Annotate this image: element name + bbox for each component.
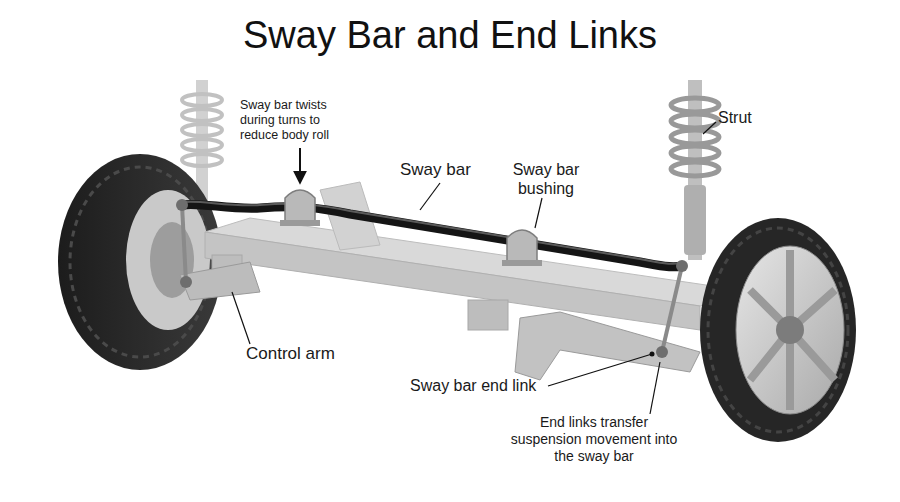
- leader-line: [650, 362, 660, 414]
- right-tire: [700, 218, 856, 442]
- ball-joint: [656, 346, 668, 358]
- spring-coil: [182, 94, 222, 106]
- spring-coil: [671, 130, 719, 144]
- subframe-front: [205, 232, 700, 330]
- leader-line: [535, 198, 542, 228]
- part-label: Strut: [718, 108, 798, 127]
- leader-dot: [650, 352, 655, 357]
- right-control-arm: [515, 312, 700, 380]
- leader-line: [420, 183, 440, 210]
- spring-coil: [182, 109, 222, 121]
- rim-spokes: [750, 250, 835, 410]
- diagram-title: Sway Bar and End Links: [0, 14, 900, 57]
- ball-joint: [676, 260, 688, 272]
- subframe-rail: [468, 300, 508, 330]
- right-strut: [671, 80, 719, 260]
- left-tire: [58, 154, 222, 370]
- tire-tread: [708, 228, 848, 432]
- ball-joint: [180, 276, 192, 288]
- part-label: Sway bar bushing: [505, 160, 587, 198]
- leader-line: [548, 354, 652, 386]
- spring-coil: [182, 139, 222, 151]
- leader-line: [703, 122, 716, 134]
- left-hub: [150, 222, 194, 298]
- left-bushing: [285, 190, 315, 222]
- leader-line: [232, 292, 250, 344]
- right-bushing: [507, 230, 537, 262]
- callout-arrow: [299, 148, 301, 182]
- part-label: Control arm: [246, 344, 366, 364]
- part-label: Sway bar twists during turns to reduce b…: [240, 98, 358, 143]
- spring-coil: [671, 98, 719, 112]
- part-label: Sway bar end link: [410, 376, 560, 395]
- ball-joint: [176, 199, 188, 211]
- sway-bar: [182, 204, 682, 266]
- bushing-foot: [280, 220, 320, 226]
- part-label: End links transfer suspension movement i…: [508, 414, 680, 464]
- right-rim: [736, 246, 844, 414]
- left-rim: [126, 190, 210, 330]
- bushing-foot: [502, 260, 542, 266]
- left-end-link: [182, 205, 186, 282]
- tire-tread: [70, 167, 210, 357]
- spring-coil: [182, 124, 222, 136]
- left-control-arm: [180, 262, 260, 300]
- right-end-link: [662, 266, 682, 352]
- right-hub: [776, 316, 804, 344]
- spring-coil: [182, 154, 222, 166]
- spring-coil: [671, 162, 719, 176]
- spring-coil: [671, 146, 719, 160]
- strut-damper: [684, 185, 706, 255]
- sway-bar-highlight: [185, 202, 680, 264]
- part-label: Sway bar: [400, 160, 490, 180]
